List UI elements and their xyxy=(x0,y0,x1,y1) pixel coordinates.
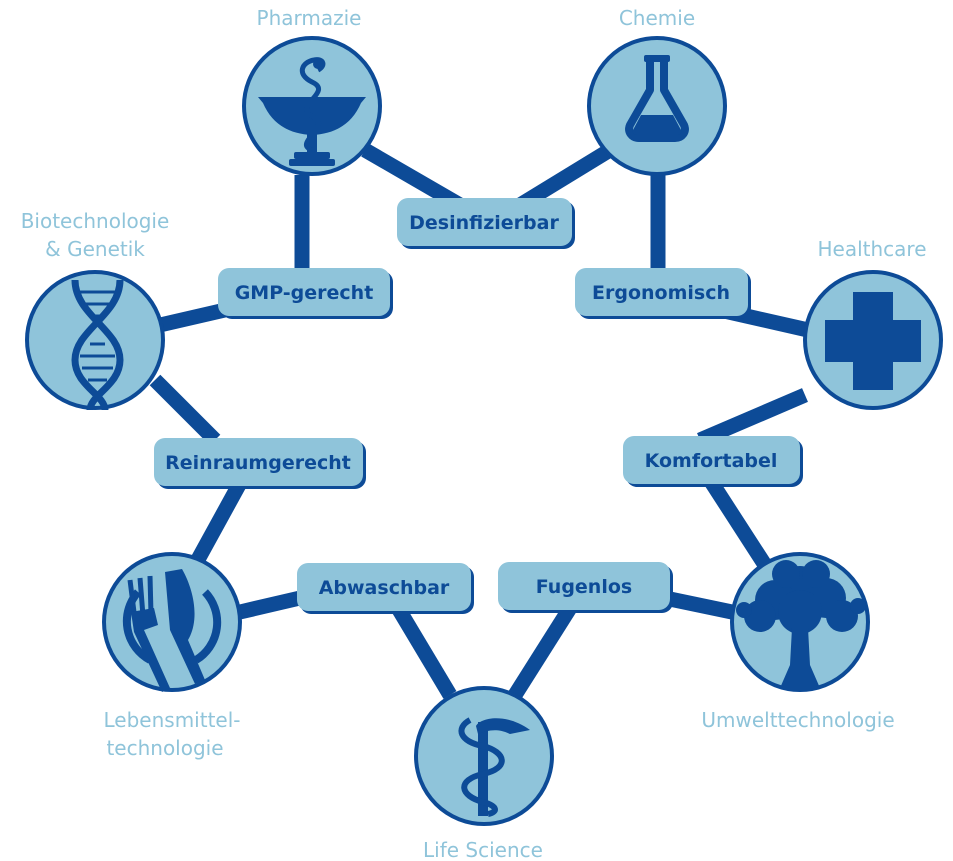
node-label-chemie: Chemie xyxy=(619,6,695,30)
node-umwelttechnologie: Umwelttechnologie xyxy=(701,552,895,732)
node-label-lifescience: Life Science xyxy=(423,838,543,861)
property-label-abwaschbar: Abwaschbar xyxy=(319,577,450,599)
tree-icon xyxy=(736,560,866,688)
cross-icon xyxy=(825,292,921,390)
property-label-reinraum: Reinraumgerecht xyxy=(165,452,351,474)
node-healthcare: Healthcare xyxy=(803,237,943,410)
node-label-pharmazie: Pharmazie xyxy=(257,6,362,30)
node-chemie: Chemie xyxy=(587,6,727,176)
property-ergonomisch: Ergonomisch xyxy=(575,268,751,319)
property-label-desinfizierbar: Desinfizierbar xyxy=(409,212,559,234)
node-label-biotech-line1: Biotechnologie xyxy=(21,209,170,233)
node-label-lebensmittel-line2: technologie xyxy=(106,736,223,760)
property-gmp-gerecht: GMP-gerecht xyxy=(218,268,393,319)
property-desinfizierbar: Desinfizierbar xyxy=(397,198,575,249)
property-label-ergonomisch: Ergonomisch xyxy=(592,282,730,304)
node-label-umwelt: Umwelttechnologie xyxy=(701,708,894,732)
property-fugenlos: Fugenlos xyxy=(498,562,673,613)
node-biotechnologie: Biotechnologie & Genetik xyxy=(21,209,170,411)
property-komfortabel: Komfortabel xyxy=(623,436,803,487)
node-life-science: Life Science xyxy=(414,686,554,861)
node-label-biotech-line2: & Genetik xyxy=(45,237,145,261)
caduceus-icon xyxy=(458,717,530,817)
node-lebensmitteltechnologie: Lebensmittel- technologie xyxy=(102,552,242,760)
property-reinraumgerecht: Reinraumgerecht xyxy=(154,438,366,489)
flask-icon xyxy=(625,55,689,142)
node-pharmazie: Pharmazie xyxy=(242,6,382,176)
property-label-fugenlos: Fugenlos xyxy=(536,576,632,598)
bowl-of-hygieia-icon xyxy=(258,57,366,166)
property-label-gmp: GMP-gerecht xyxy=(235,282,374,304)
dna-icon xyxy=(71,279,124,411)
property-abwaschbar: Abwaschbar xyxy=(297,563,474,614)
fork-knife-plate-icon xyxy=(122,569,222,692)
node-label-lebensmittel-line1: Lebensmittel- xyxy=(104,708,241,732)
node-label-healthcare: Healthcare xyxy=(817,237,926,261)
property-label-komfortabel: Komfortabel xyxy=(645,450,778,472)
